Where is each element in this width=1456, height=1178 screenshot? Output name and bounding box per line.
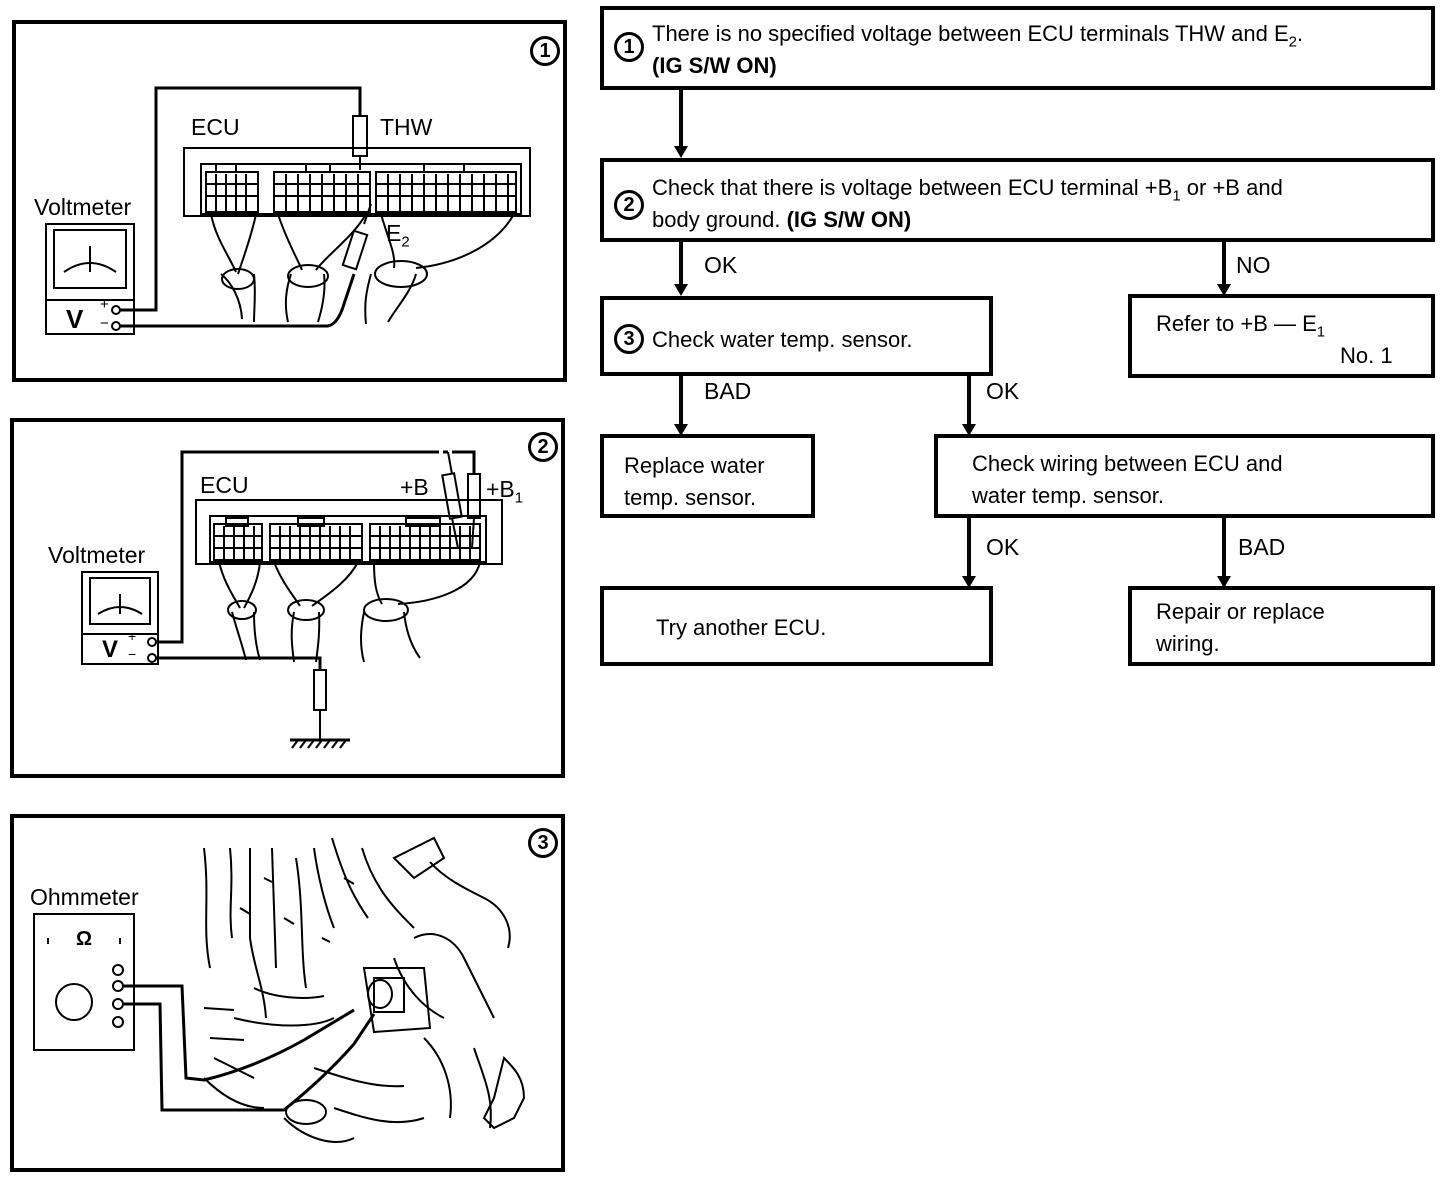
arrow-2-3 — [674, 284, 688, 296]
ecu-text: Try another ECU. — [656, 615, 827, 640]
plus-sign: + — [128, 628, 137, 644]
connector-3-wiring — [967, 376, 971, 426]
voltmeter-v-symbol: V — [66, 304, 84, 334]
panel-1-voltmeter-thw-e2: 1 ECU THW E2 Voltmeter V + − — [12, 20, 567, 382]
ecu-label: ECU — [200, 472, 249, 498]
wiring-line-1: Check wiring between ECU and — [972, 451, 1283, 476]
panel-number-badge: 1 — [530, 36, 560, 66]
arrow-2-refer — [1217, 284, 1231, 296]
voltmeter-label: Voltmeter — [48, 542, 146, 568]
repair-line-2: wiring. — [1156, 631, 1220, 656]
refer-box: Refer to +B — E1 No. 1 — [1128, 294, 1435, 378]
voltmeter-v-symbol: V — [102, 636, 119, 663]
connector-2-refer — [1222, 242, 1226, 286]
voltmeter-case — [81, 571, 159, 665]
replace-line-2: temp. sensor. — [624, 485, 757, 510]
edge-label-ok-2: OK — [986, 378, 1020, 404]
connector-wiring-ecu — [967, 518, 971, 578]
step-2-line-1: Check that there is voltage between ECU … — [652, 175, 1283, 205]
arrow-wiring-repair — [1217, 576, 1231, 588]
step-1-line-2: (IG S/W ON) — [652, 53, 777, 78]
meter-positive-terminal — [147, 637, 157, 647]
panel-2-illustration — [81, 450, 503, 749]
step-1-box: 1 There is no specified voltage between … — [600, 6, 1435, 90]
meter-positive-terminal — [111, 305, 121, 315]
replace-line-1: Replace water — [624, 453, 765, 478]
b-terminal-label: +B — [400, 474, 429, 500]
arrow-wiring-ecu — [962, 576, 976, 588]
voltmeter-case — [45, 223, 135, 335]
edge-label-no: NO — [1236, 252, 1271, 278]
ecu-body — [183, 147, 531, 217]
step-2-badge: 2 — [614, 190, 644, 220]
step-3-badge: 3 — [614, 324, 644, 354]
ecu-body — [195, 499, 503, 565]
panel-1-illustration — [45, 86, 531, 335]
minus-sign: − — [128, 646, 137, 662]
e2-terminal-label: E2 — [386, 220, 410, 251]
voltmeter-label: Voltmeter — [34, 194, 132, 220]
panel-3-illustration — [33, 836, 526, 1143]
panel-number-badge: 2 — [528, 432, 558, 462]
check-wiring-box: Check wiring between ECU and water temp.… — [934, 434, 1435, 518]
arrow-3-replace — [674, 424, 688, 436]
step-3-box: 3 Check water temp. sensor. — [600, 296, 993, 376]
panel-2-voltmeter-b-ground: 2 ECU +B +B1 Voltmeter V + − — [10, 418, 565, 778]
edge-label-ok-3: OK — [986, 534, 1020, 560]
edge-label-bad-2: BAD — [1238, 534, 1286, 560]
repair-line-1: Repair or replace — [1156, 599, 1325, 624]
step-3-text: Check water temp. sensor. — [652, 327, 913, 352]
edge-label-ok-1: OK — [704, 252, 738, 278]
panel-number-badge: 3 — [528, 828, 558, 858]
ecu-label: ECU — [191, 114, 240, 140]
minus-sign: − — [100, 315, 109, 332]
panel-3-ohmmeter-sensor: 3 Ohmmeter Ω — [10, 814, 565, 1172]
refer-line-2: No. 1 — [1340, 343, 1393, 368]
arrow-1-2 — [674, 146, 688, 158]
ohmmeter-label: Ohmmeter — [30, 884, 139, 910]
ohmmeter-case — [33, 913, 135, 1051]
connector-wiring-repair — [1222, 518, 1226, 578]
refer-line-1: Refer to +B — E1 — [1156, 311, 1326, 341]
ohm-symbol: Ω — [76, 928, 93, 950]
step-1-badge: 1 — [614, 32, 644, 62]
connector-2-3 — [679, 242, 683, 286]
wiring-line-2: water temp. sensor. — [972, 483, 1164, 508]
connector-3-replace — [679, 376, 683, 426]
step-1-line-1: There is no specified voltage between EC… — [652, 21, 1304, 51]
step-2-line-2: body ground. (IG S/W ON) — [652, 207, 912, 232]
meter-negative-terminal — [147, 653, 157, 663]
connector-1-2 — [679, 90, 683, 148]
meter-negative-terminal — [111, 321, 121, 331]
edge-label-bad-1: BAD — [704, 378, 752, 404]
repair-wiring-box: Repair or replace wiring. — [1128, 586, 1435, 666]
try-another-ecu-box: Try another ECU. — [600, 586, 993, 666]
replace-sensor-box: Replace water temp. sensor. — [600, 434, 815, 518]
plus-sign: + — [100, 296, 109, 313]
b1-terminal-label: +B1 — [486, 476, 524, 507]
arrow-3-wiring — [962, 424, 976, 436]
thw-terminal-label: THW — [380, 114, 433, 140]
step-2-box: 2 Check that there is voltage between EC… — [600, 158, 1435, 242]
